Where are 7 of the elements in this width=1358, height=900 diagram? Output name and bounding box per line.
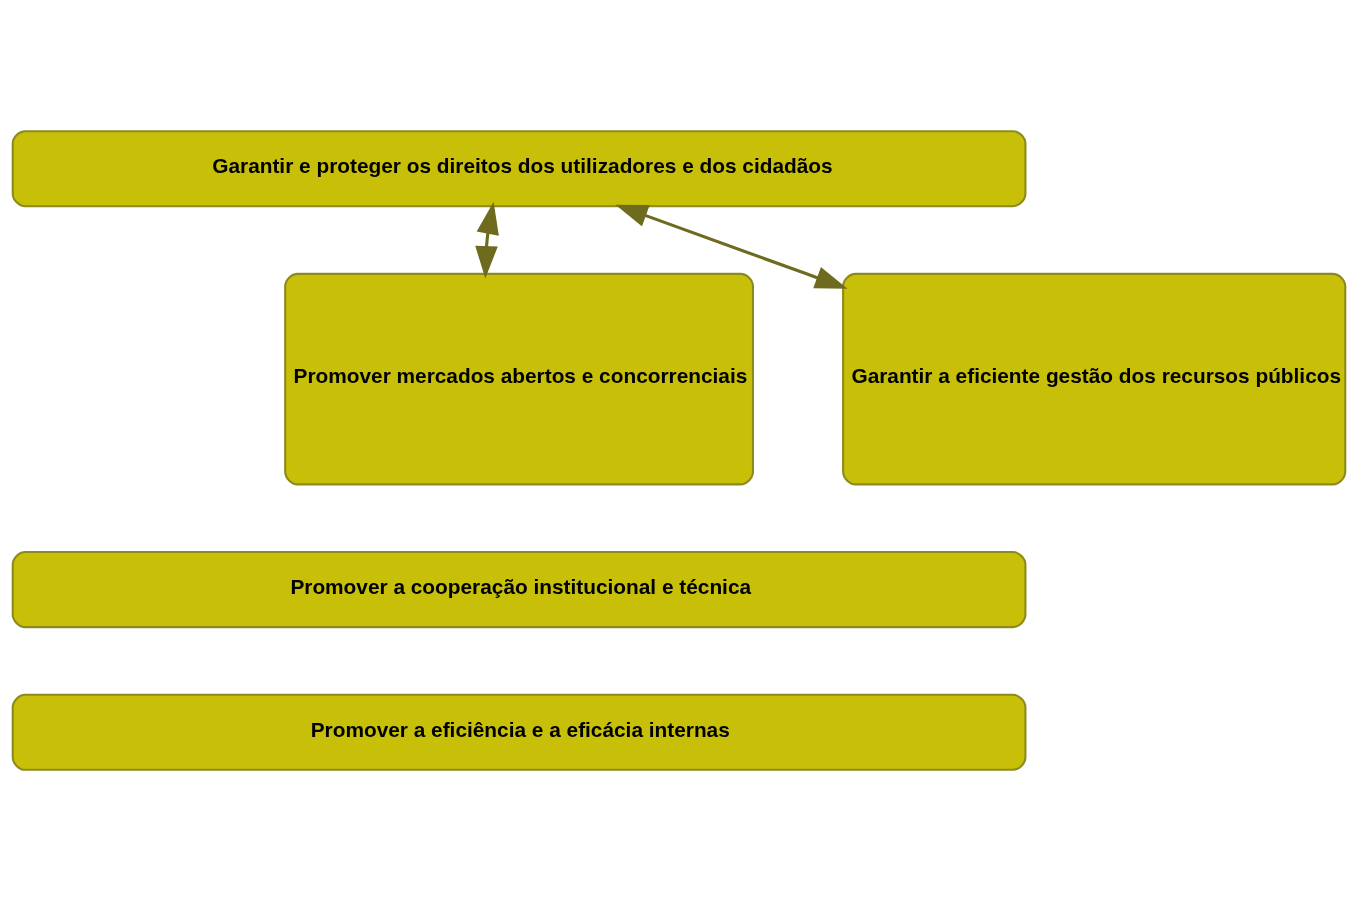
arrow (615, 204, 848, 289)
node-box: Garantir e proteger os direitos dos utilizadores e dos cidadãos (11, 129, 1027, 207)
node-box: Promover mercados abertos e concorrenciais (284, 272, 754, 485)
arrow (475, 201, 499, 278)
node-box: Promover a cooperação institucional e técnica (11, 550, 1027, 628)
node-box: Garantir a eficiente gestão dos recursos públicos (842, 272, 1347, 485)
node-box: Promover a eficiência e a eficácia internas (11, 693, 1027, 771)
